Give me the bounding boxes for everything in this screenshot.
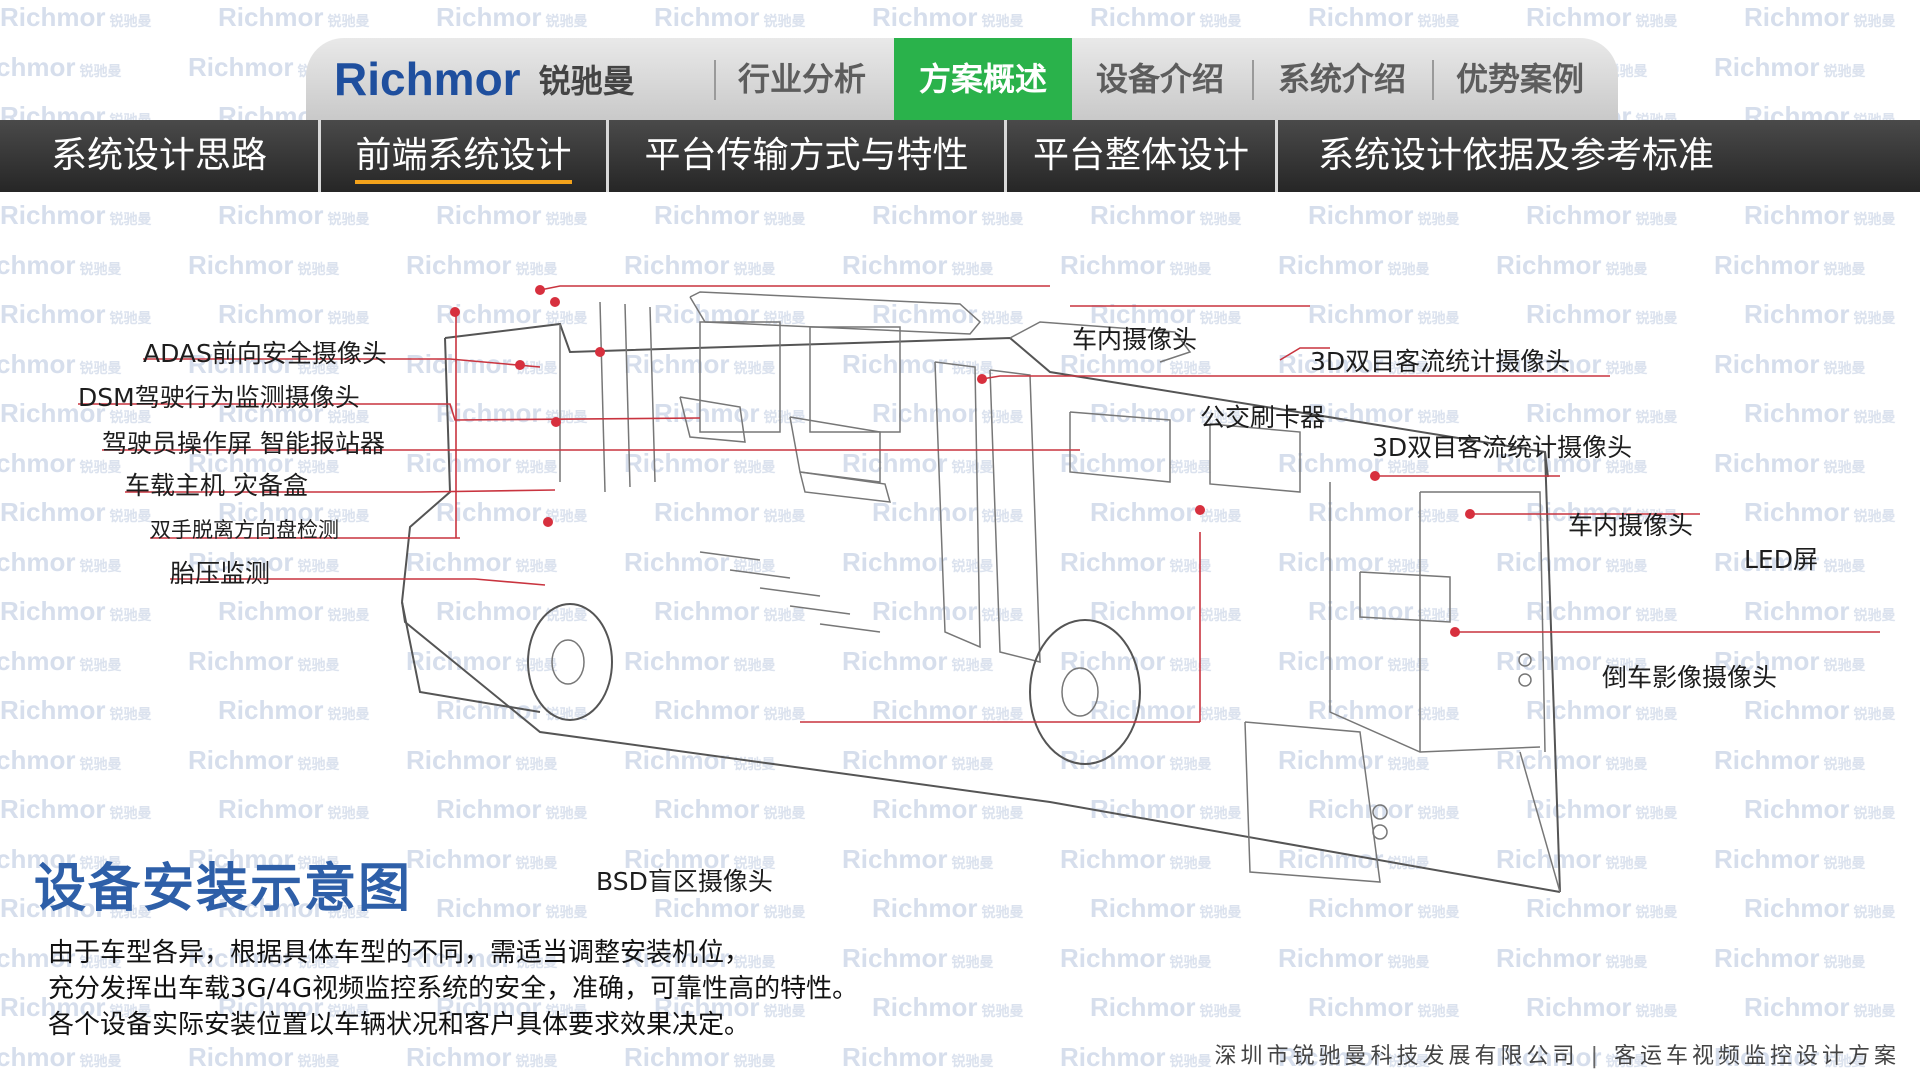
top-navigation: Richmor 锐驰曼 行业分析 方案概述 设备介绍 系统介绍 优势案例 <box>306 38 1618 120</box>
footer: 深圳市锐驰曼科技发展有限公司 | 客运车视频监控设计方案 <box>1215 1038 1900 1070</box>
tab-label: 系统介绍 <box>1277 60 1406 98</box>
subtab-label: 平台整体设计 <box>1032 135 1249 176</box>
screen-marker <box>595 347 605 357</box>
label-driver-screen: 驾驶员操作屏 智能报站器 <box>102 429 385 458</box>
sub-navigation: 系统设计思路 前端系统设计 平台传输方式与特性 平台整体设计 系统设计依据及参考… <box>0 120 1920 192</box>
label-cabin-camera-1: 车内摄像头 <box>1072 325 1198 354</box>
label-tire-pressure: 胎压监测 <box>170 559 271 588</box>
description-line-1: 由于车型各异，根据具体车型的不同，需适当调整安装机位， <box>48 938 751 968</box>
tab-label: 设备介绍 <box>1095 60 1224 98</box>
callout-lines <box>78 285 1880 723</box>
subtab-label: 系统设计依据及参考标准 <box>1317 135 1714 176</box>
label-steering-detection: 双手脱离方向盘检测 <box>150 518 339 542</box>
label-host-backup: 车载主机 灾备盒 <box>125 471 308 500</box>
footer-company: 深圳市锐驰曼科技发展有限公司 <box>1214 1044 1579 1069</box>
subtab-transmission[interactable]: 平台传输方式与特性 <box>609 120 1004 192</box>
subtab-divider <box>606 120 609 192</box>
label-passenger-counter-1: 3D双目客流统计摄像头 <box>1310 347 1571 376</box>
label-led-screen: LED屏 <box>1744 545 1818 574</box>
tire-marker <box>543 517 553 527</box>
label-bsd-camera: BSD盲区摄像头 <box>596 867 773 896</box>
bsd-marker <box>1195 505 1205 515</box>
label-passenger-counter-2: 3D双目客流统计摄像头 <box>1372 433 1633 462</box>
tab-divider <box>1432 60 1434 100</box>
label-dsm-camera: DSM驾驶行为监测摄像头 <box>78 383 360 412</box>
footer-solution-name: 客运车视频监控设计方案 <box>1613 1044 1900 1069</box>
subtab-divider <box>1275 120 1278 192</box>
description-line-2: 充分发挥出车载3G/4G视频监控系统的安全，准确，可靠性高的特性。 <box>48 974 859 1004</box>
led-marker <box>1465 509 1475 519</box>
tab-solution-overview[interactable]: 方案概述 <box>894 38 1072 120</box>
tab-divider <box>714 60 716 100</box>
host-marker <box>515 360 525 370</box>
bus-body <box>401 291 1561 893</box>
company-logo[interactable]: Richmor 锐驰曼 <box>334 48 635 110</box>
device-markers <box>450 285 1475 637</box>
tab-label: 行业分析 <box>737 60 866 98</box>
tab-divider <box>1252 60 1254 100</box>
cabin-cam-2-marker <box>1370 471 1380 481</box>
logo-text: Richmor <box>334 53 521 105</box>
label-card-reader: 公交刷卡器 <box>1200 403 1326 432</box>
subtab-platform-design[interactable]: 平台整体设计 <box>1007 120 1275 192</box>
adas-marker <box>535 285 545 295</box>
tab-system-intro[interactable]: 系统介绍 <box>1258 38 1426 120</box>
bus-illustration <box>78 285 1880 893</box>
subtab-label: 系统设计思路 <box>50 135 267 176</box>
footer-separator: | <box>1590 1044 1602 1069</box>
card-reader-marker <box>977 374 987 384</box>
tab-device-intro[interactable]: 设备介绍 <box>1076 38 1244 120</box>
bus-installation-diagram: ADAS前向安全摄像头 DSM驾驶行为监测摄像头 驾驶员操作屏 智能报站器 车载… <box>0 192 1920 1079</box>
label-cabin-camera-2: 车内摄像头 <box>1568 511 1694 540</box>
subtab-divider <box>1004 120 1007 192</box>
subtab-label: 前端系统设计 <box>355 135 572 184</box>
host-marker-2 <box>551 417 561 427</box>
steering-marker <box>450 307 460 317</box>
logo-chinese-name: 锐驰曼 <box>538 62 635 100</box>
dsm-marker <box>550 297 560 307</box>
subtab-divider <box>318 120 321 192</box>
tab-advantage-cases[interactable]: 优势案例 <box>1436 38 1604 120</box>
label-adas-camera: ADAS前向安全摄像头 <box>143 339 387 368</box>
reverse-cam-marker <box>1450 627 1460 637</box>
tab-label: 方案概述 <box>918 60 1047 98</box>
section-title: 设备安装示意图 <box>34 859 413 919</box>
label-reverse-camera: 倒车影像摄像头 <box>1602 663 1778 692</box>
tab-label: 优势案例 <box>1455 60 1584 98</box>
description-line-3: 各个设备实际安装位置以车辆状况和客户具体要求效果决定。 <box>48 1010 751 1040</box>
tab-industry-analysis[interactable]: 行业分析 <box>718 38 886 120</box>
subtab-standards[interactable]: 系统设计依据及参考标准 <box>1278 120 1754 192</box>
subtab-label: 平台传输方式与特性 <box>644 135 969 176</box>
subtab-design-idea[interactable]: 系统设计思路 <box>0 120 318 192</box>
subtab-frontend-design[interactable]: 前端系统设计 <box>321 120 606 192</box>
